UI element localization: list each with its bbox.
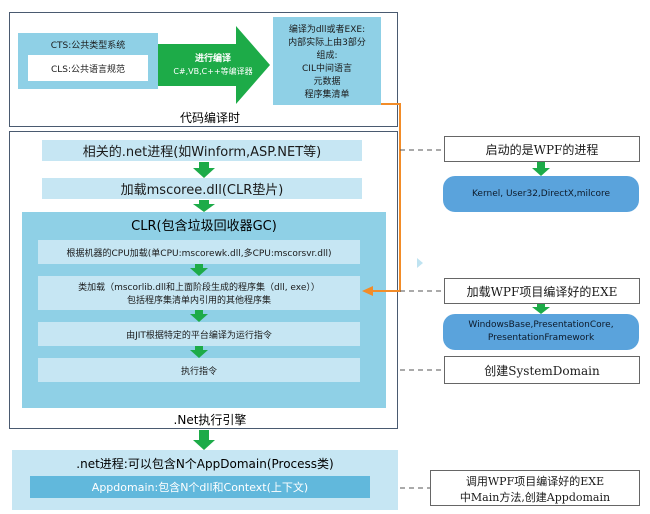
engine-section-label: .Net执行引擎 bbox=[173, 412, 247, 427]
down-arrow-3 bbox=[190, 264, 208, 276]
compile-time-frame bbox=[9, 12, 398, 127]
compile-arrow-subtitle: C#,VB,C++等编译器 bbox=[173, 66, 253, 76]
orange-arrowhead bbox=[362, 286, 373, 296]
compile-arrow-shape bbox=[158, 26, 270, 104]
process-title: .net进程:可以包含N个AppDomain(Process类) bbox=[76, 456, 334, 471]
orange-connector bbox=[372, 103, 401, 292]
wpf-down-arrow-2 bbox=[532, 304, 550, 314]
output-line: 程序集清单 bbox=[304, 90, 350, 100]
clr-class-load-step: 类加载（mscorlib.dll和上面阶段生成的程序集（dll, exe）） 包… bbox=[38, 276, 360, 310]
class-load-line-1: 类加载（mscorlib.dll和上面阶段生成的程序集（dll, exe）） bbox=[78, 283, 320, 293]
down-arrow-5 bbox=[190, 346, 208, 358]
output-line: 组成: bbox=[316, 51, 338, 61]
create-systemdomain-box: 创建SystemDomain bbox=[444, 356, 640, 384]
cls-box: CLS:公共语言规范 bbox=[28, 55, 148, 81]
down-arrow-1 bbox=[193, 162, 215, 178]
create-appdomain-line-2: 中Main方法,创建Appdomain bbox=[459, 491, 611, 504]
net-process-step: 相关的.net进程(如Winform,ASP.NET等) bbox=[42, 140, 362, 161]
framework-libs-line-1: WindowsBase,PresentationCore, bbox=[468, 319, 614, 330]
wpf-native-libs-pill: Kernel, User32,DirectX,milcore bbox=[443, 176, 639, 212]
cts-label: CTS:公共类型系统 bbox=[50, 40, 126, 51]
clr-cpu-step: 根据机器的CPU加载(单CPU:mscorewk.dll,多CPU:mscors… bbox=[38, 240, 360, 264]
wpf-framework-libs-pill: WindowsBase,PresentationCore, Presentati… bbox=[443, 314, 639, 350]
create-appdomain-line-1: 调用WPF项目编译好的EXE bbox=[465, 475, 605, 488]
output-line: 内部实际上由3部分 bbox=[288, 38, 366, 48]
wpf-down-arrow-1 bbox=[532, 162, 550, 176]
create-appdomain-box: 调用WPF项目编译好的EXE 中Main方法,创建Appdomain bbox=[430, 470, 640, 506]
wpf-process-box: 启动的是WPF的进程 bbox=[444, 136, 640, 162]
wpf-load-exe-box: 加载WPF项目编译好的EXE bbox=[444, 278, 640, 304]
down-arrow-4 bbox=[190, 310, 208, 322]
execution-engine-frame bbox=[9, 131, 398, 429]
compile-arrow-title: 进行编译 bbox=[194, 53, 231, 64]
down-arrow-2 bbox=[193, 200, 215, 212]
compile-arrow: 进行编译 C#,VB,C++等编译器 bbox=[158, 26, 270, 104]
output-line: 元数据 bbox=[313, 77, 341, 87]
clr-jit-step: 由JIT根据特定的平台编译为运行指令 bbox=[38, 322, 360, 346]
compile-output-box: 编译为dll或者EXE: 内部实际上由3部分 组成: CIL中间语言 元数据 程… bbox=[273, 17, 381, 105]
down-arrow-6 bbox=[193, 430, 215, 450]
cts-box: CTS:公共类型系统 CLS:公共语言规范 bbox=[18, 33, 158, 89]
compile-section-label: 代码编译时 bbox=[179, 110, 240, 125]
output-line: 编译为dll或者EXE: bbox=[288, 25, 366, 35]
load-mscoree-step: 加载mscoree.dll(CLR垫片) bbox=[42, 178, 362, 199]
appdomain-box: Appdomain:包含N个dll和Context(上下文) bbox=[30, 476, 370, 498]
clr-execute-step: 执行指令 bbox=[38, 358, 360, 382]
class-load-line-2: 包括程序集清单内引用的其他程序集 bbox=[126, 296, 271, 306]
framework-libs-line-2: PresentationFramework bbox=[487, 332, 595, 343]
clr-title: CLR(包含垃圾回收器GC) bbox=[131, 218, 277, 234]
small-triangle-marker bbox=[417, 258, 423, 268]
output-line: CIL中间语言 bbox=[302, 64, 352, 74]
